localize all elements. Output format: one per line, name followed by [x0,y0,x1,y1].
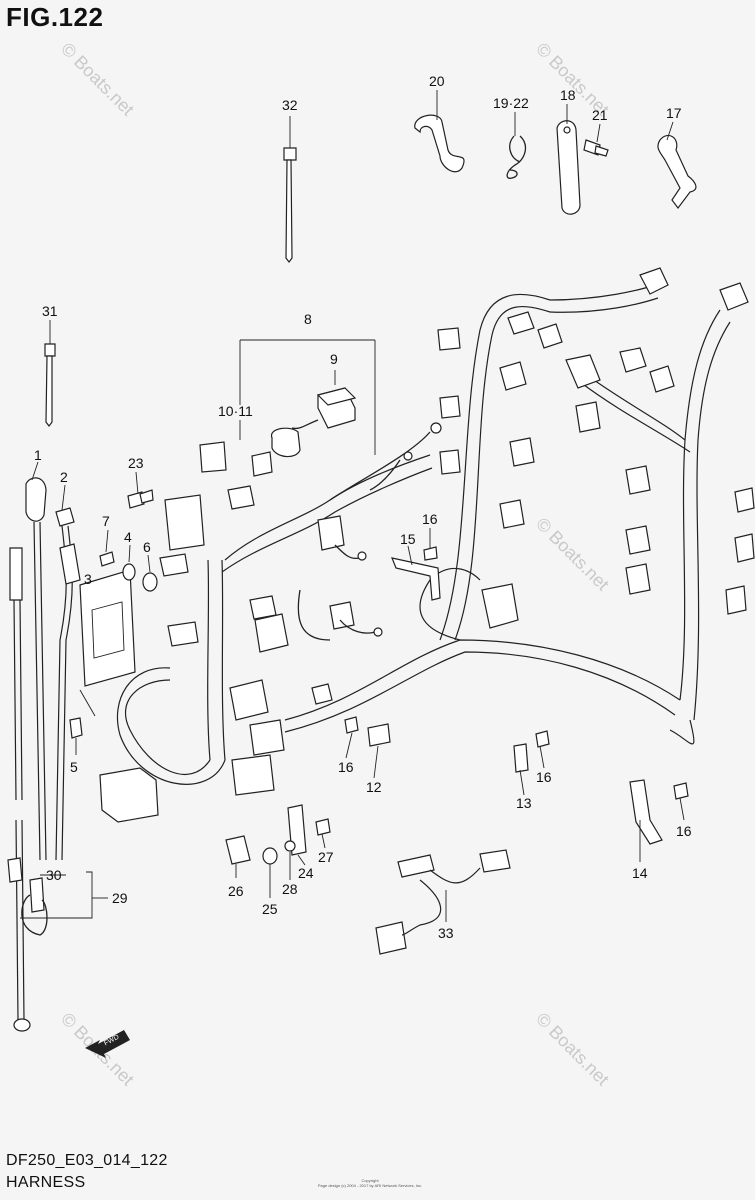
small-hardware-left [69,551,158,739]
part-31-cable-tie [44,343,56,427]
callout-31: 31 [42,303,58,319]
callout-15: 15 [400,531,416,547]
part-1-battery-cable [25,477,47,861]
part-14-bracket [629,779,689,845]
part-32-cable-tie [283,147,297,263]
callout-20: 20 [429,73,445,89]
copyright-line-1: Copyright [361,1178,379,1183]
part-19-22-wire-clip [506,135,527,179]
callout-27: 27 [318,849,334,865]
part-13-bracket [513,730,550,773]
callout-25: 25 [262,901,278,917]
callout-16-b: 16 [338,759,354,775]
callout-18: 18 [560,87,576,103]
part-9-relay [271,387,357,458]
callout-9: 9 [330,351,338,367]
part-29-30-cable [7,547,48,1032]
callout-8: 8 [304,311,312,327]
callout-leaders [20,90,685,922]
diagram-code: DF250_E03_014_122 [6,1152,168,1169]
main-harness [116,284,731,785]
parts-25-26 [225,835,278,865]
callouts: 32 20 19·22 18 21 17 31 8 9 10·11 1 23 2… [34,73,692,941]
part-18-strap [556,120,581,215]
part-3-plate [79,569,136,687]
watermarks: © Boats.net © Boats.net © Boats.net © Bo… [57,39,613,1090]
callout-16-c: 16 [536,769,552,785]
callout-10-11: 10·11 [218,403,253,419]
part-2-cap [55,507,81,861]
callout-3: 3 [84,571,92,587]
callout-16-a: 16 [422,511,438,527]
part-21-bolt [583,139,609,157]
copyright-notice: Copyright Page design (c) 2004 - 2017 by… [300,1178,440,1188]
callout-33: 33 [438,925,454,941]
watermark-3: © Boats.net [532,514,613,595]
harness-connectors [99,267,755,823]
callout-16-d: 16 [676,823,692,839]
watermark-5: © Boats.net [532,1009,613,1090]
parts-24-27-28 [284,804,331,856]
part-8-9-leaders [239,339,376,455]
diagram-name: HARNESS [6,1174,86,1191]
ring-terminals [297,422,442,641]
callout-17: 17 [666,105,682,121]
part-23-bolt [127,489,154,509]
callout-1: 1 [34,447,42,463]
callout-26: 26 [228,883,244,899]
callout-21: 21 [592,107,608,123]
part-12-plate [344,716,391,747]
part-17-clamp [657,135,697,209]
callout-32: 32 [282,97,298,113]
callout-30: 30 [46,867,62,883]
part-20-clamp [414,114,465,173]
part-33-sub-harness [375,849,511,955]
callout-12: 12 [366,779,382,795]
callout-5: 5 [70,759,78,775]
callout-4: 4 [124,529,132,545]
callout-28: 28 [282,881,298,897]
callout-14: 14 [632,865,648,881]
callout-7: 7 [102,513,110,529]
copyright-line-2: Page design (c) 2004 - 2017 by ARI Netwo… [317,1183,423,1188]
watermark-1: © Boats.net [57,39,138,120]
callout-24: 24 [298,865,314,881]
callout-19-22: 19·22 [493,95,529,111]
callout-13: 13 [516,795,532,811]
callout-2: 2 [60,469,68,485]
part-15-bracket [391,546,441,601]
figure-title: FIG.122 [6,2,104,32]
callout-6: 6 [143,539,151,555]
callout-29: 29 [112,890,128,906]
callout-23: 23 [128,455,144,471]
